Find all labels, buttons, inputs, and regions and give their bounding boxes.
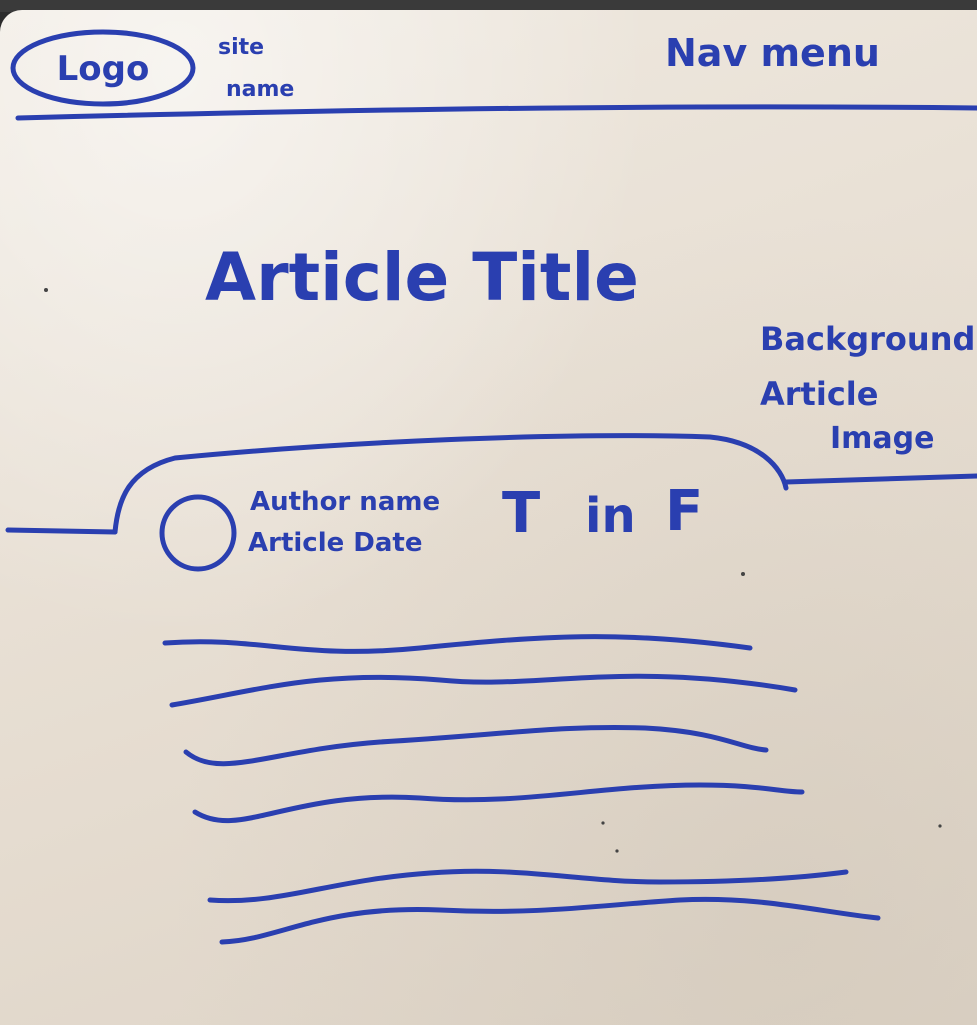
share-facebook-icon[interactable]: F <box>665 479 703 544</box>
author-name[interactable]: Author name <box>250 487 440 517</box>
bg-note-line1: Background <box>760 320 975 358</box>
bg-note-line3: Image <box>830 421 935 456</box>
article-title: Article Title <box>205 239 639 316</box>
share-linkedin-icon[interactable]: in <box>585 488 636 544</box>
ink-specks <box>44 288 942 853</box>
author-avatar[interactable] <box>159 494 237 572</box>
header: Logo site name Nav menu <box>10 29 977 121</box>
logo-oval[interactable] <box>10 29 196 107</box>
site-name-line2: name <box>226 77 294 102</box>
article-body <box>162 634 881 945</box>
body-text-line <box>219 896 881 945</box>
hero-bottom-left-line <box>5 527 118 535</box>
byline: Author name Article Date T in F <box>159 479 703 572</box>
body-text-line <box>183 724 769 767</box>
body-text-line <box>207 868 849 904</box>
body-text-line <box>192 782 805 823</box>
nav-menu[interactable]: Nav menu <box>665 31 880 75</box>
hero-bottom-right-line <box>783 473 977 485</box>
bg-note-line2: Article <box>760 375 878 413</box>
header-divider <box>15 104 977 121</box>
byline-card-outline <box>112 433 789 535</box>
hero: Article Title Background Article Image <box>5 239 977 535</box>
article-date: Article Date <box>248 528 422 558</box>
site-name-line1: site <box>218 35 264 60</box>
body-text-line <box>162 634 753 654</box>
body-text-line <box>169 673 798 708</box>
share-twitter-icon[interactable]: T <box>502 481 540 546</box>
board-frame-top <box>0 0 977 12</box>
logo-text: Logo <box>57 49 150 89</box>
